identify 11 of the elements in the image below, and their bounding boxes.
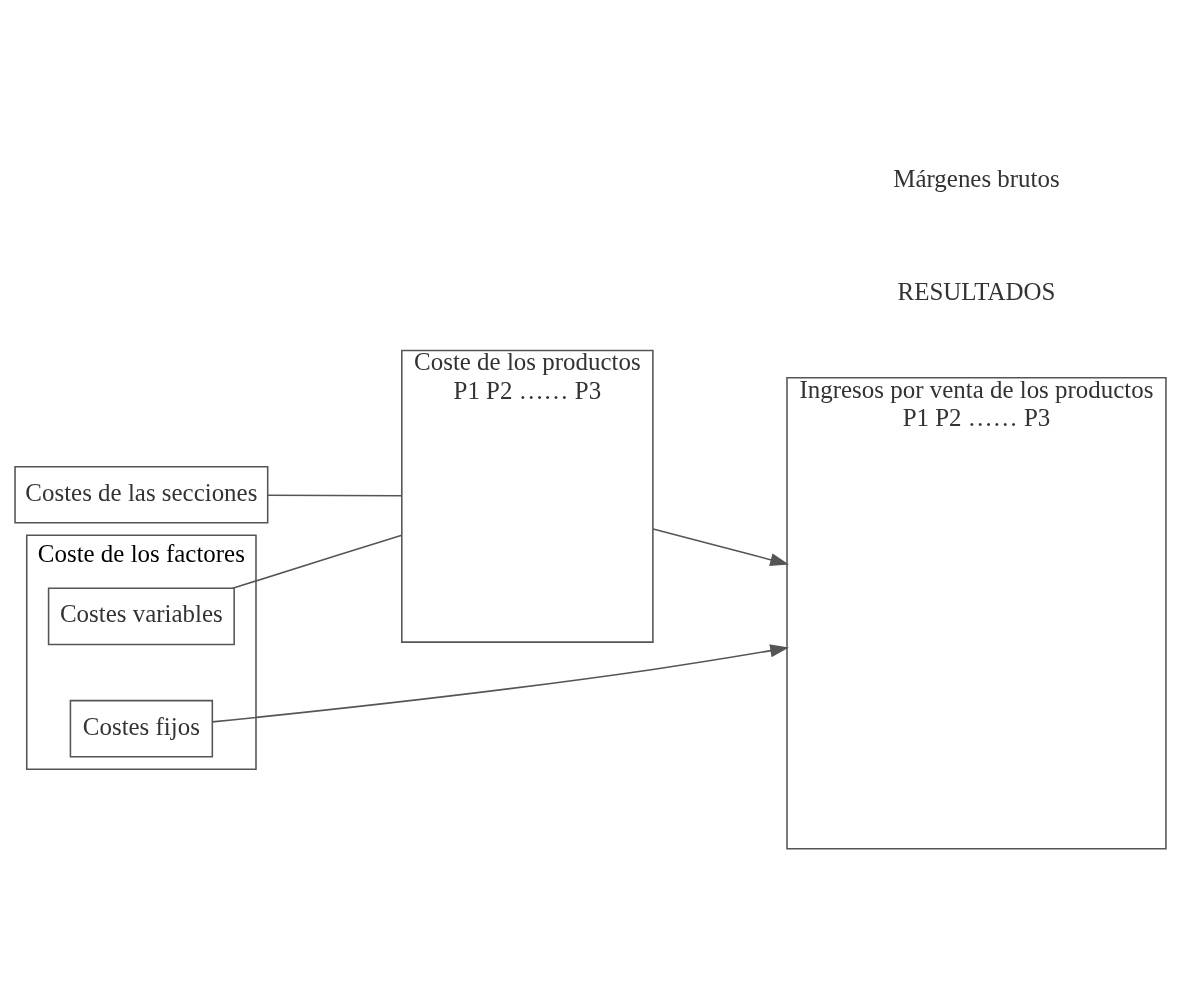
node-box: Costes fijos	[69, 699, 214, 758]
node-box: Costes de las secciones	[14, 465, 269, 524]
arrow	[652, 527, 789, 566]
label: RESULTADOS	[897, 277, 1056, 305]
connector	[267, 494, 403, 497]
node-box: Coste de los productos P1 P2 …… P3	[401, 349, 654, 643]
label: Márgenes brutos	[893, 164, 1060, 192]
connector	[231, 533, 403, 589]
node-box: Ingresos por venta de los productos P1 P2 …… P3	[786, 376, 1167, 850]
node-box: Costes variables	[47, 587, 235, 645]
arrow	[211, 643, 789, 723]
